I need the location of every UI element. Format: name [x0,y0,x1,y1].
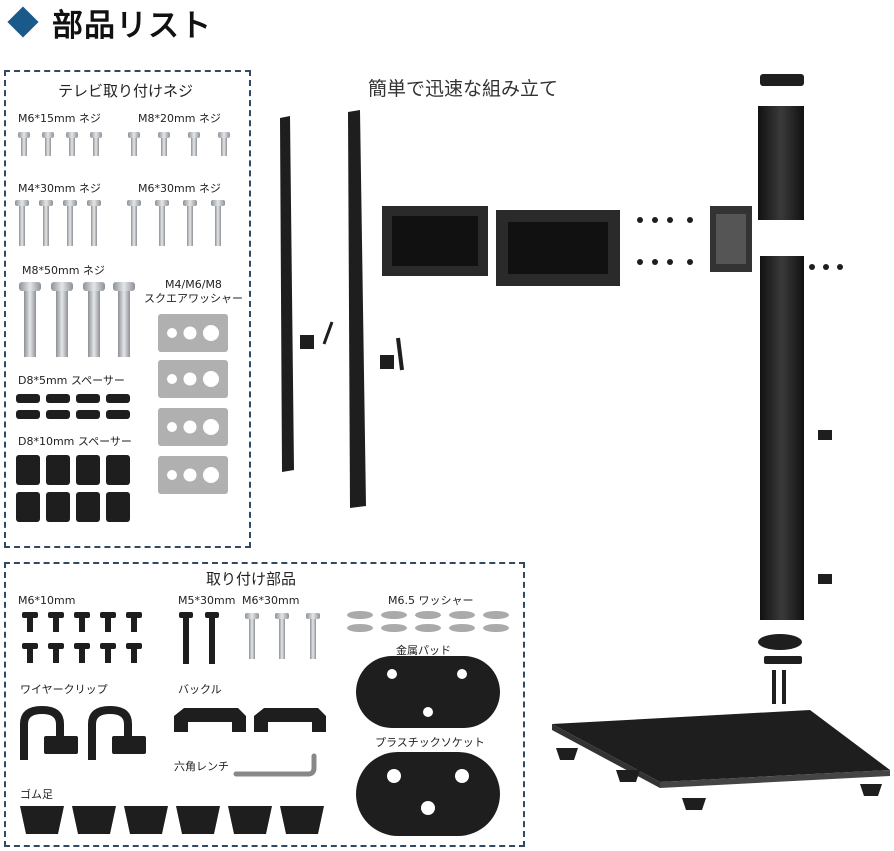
m6-30-screws [127,200,225,246]
tv-arm-left [280,116,314,472]
metal-pad [356,656,500,728]
base-feet [556,748,882,810]
label-m8-50: M8*50mm ネジ [22,264,105,277]
d8-10-spacers [16,455,130,522]
square-washers [158,314,228,494]
wire-clips [20,706,146,760]
assembly-caption: 簡単で迅速な組み立て [368,78,559,100]
hex-wrench [233,753,317,777]
m8-50-screws [19,282,135,357]
bracket-right [496,210,620,286]
label-spacer-5: D8*5mm スペーサー [18,374,125,387]
m8-20-screws [128,132,230,156]
pole-clamp [710,206,752,272]
label-m6-30: M6*30mm ネジ [138,182,221,195]
arm-screw-right [396,337,404,371]
connector-screws [637,217,693,265]
page-header: 部品リスト [0,0,212,44]
page-title: 部品リスト [52,7,212,44]
plastic-socket [356,752,500,836]
label-m6-10: M6*10mm [18,594,76,607]
m5-30-screws [179,612,219,664]
tv-screws-box [4,70,251,548]
base-connector [758,634,802,704]
pole-screws [809,264,843,584]
label-rubber-feet: ゴム足 [20,788,53,801]
pole-top [758,74,804,220]
tv-screws-title: テレビ取り付けネジ [58,82,194,100]
m6-5-washers [347,611,509,632]
m6-30-screws-b [245,613,320,659]
label-m4-30: M4*30mm ネジ [18,182,101,195]
m4-30-screws [15,200,101,246]
d8-5-spacers [16,394,130,419]
label-wire-clip: ワイヤークリップ [20,683,108,696]
tv-arm-right [348,110,394,508]
bracket-left [382,206,488,276]
label-m8-20: M8*20mm ネジ [138,112,221,125]
label-hex-wrench: 六角レンチ [174,760,229,773]
m6-15-screws [18,132,102,156]
rubber-feet [20,806,324,834]
label-buckle: バックル [178,683,222,696]
mount-parts-box [4,562,525,847]
m6-10-screws [22,612,142,663]
label-plastic-socket: プラスチックソケット [375,736,485,749]
label-m5-30: M5*30mm [178,594,236,607]
label-m6-30b: M6*30mm [242,594,300,607]
label-spacer-10: D8*10mm スペーサー [18,435,132,448]
arm-screw-left [322,321,334,345]
buckles [174,708,326,732]
mount-parts-title: 取り付け部品 [206,570,297,588]
base-plate [552,710,890,788]
label-metal-pad: 金属パッド [396,644,451,657]
label-square-washer: M4/M6/M8 スクエアワッシャー [144,278,243,305]
pole-main [760,256,804,620]
label-m6-15: M6*15mm ネジ [18,112,101,125]
label-washer: M6.5 ワッシャー [388,594,474,607]
